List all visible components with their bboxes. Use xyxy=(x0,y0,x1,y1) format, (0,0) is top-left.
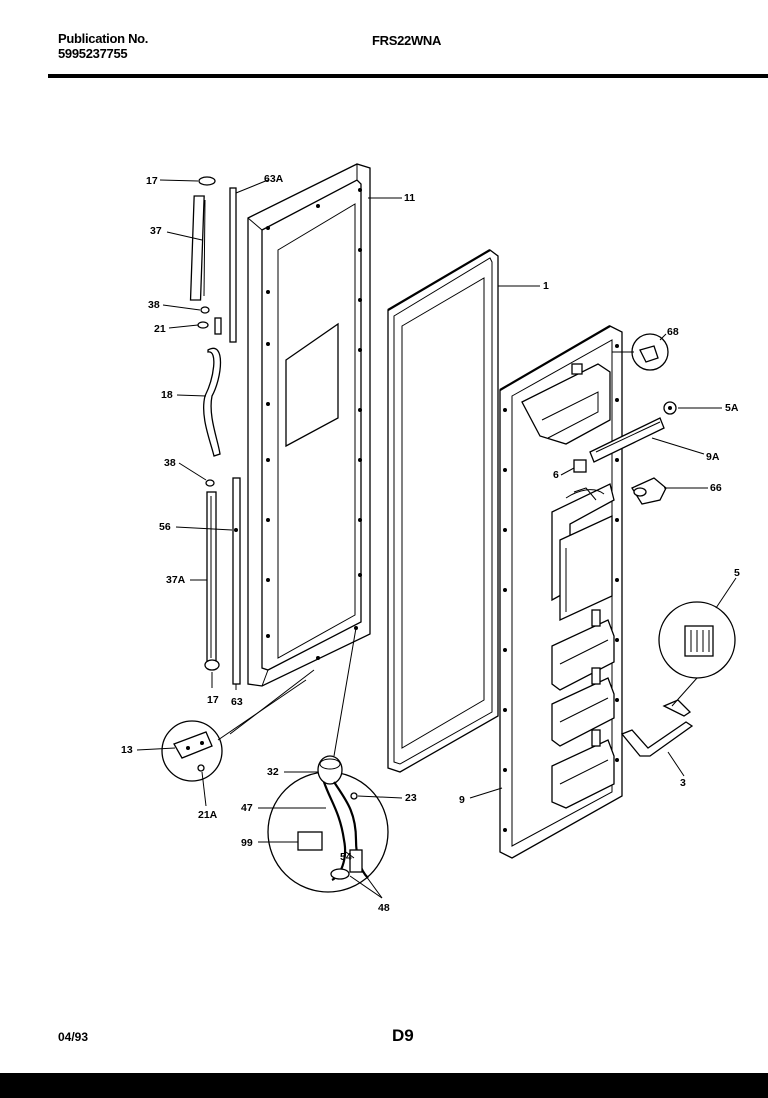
callout-13: 13 xyxy=(121,744,133,756)
callout-1: 1 xyxy=(543,280,549,292)
cap-17-top xyxy=(198,176,216,186)
door-gasket-1 xyxy=(387,249,499,773)
detail-circle-13 xyxy=(161,720,223,782)
callout-9: 9 xyxy=(459,794,465,806)
part-68-circle xyxy=(631,333,669,371)
revision-date: 04/93 xyxy=(58,1030,89,1044)
leader-lines xyxy=(136,179,737,899)
callout-6: 6 xyxy=(553,469,559,481)
model-number: FRS22WNA xyxy=(372,33,442,48)
callout-21a: 21A xyxy=(198,809,218,821)
handle-18 xyxy=(203,347,222,457)
callout-63: 63 xyxy=(231,696,243,708)
callout-99: 99 xyxy=(241,837,253,849)
callout-48: 48 xyxy=(378,902,390,914)
callout-54: 54 xyxy=(340,851,352,863)
breaker-strip-63a xyxy=(229,187,237,343)
door-liner-9 xyxy=(499,325,623,859)
bracket-3 xyxy=(620,699,694,757)
callout-63a: 63A xyxy=(264,173,284,185)
hinge-pin-38-bottom xyxy=(205,479,215,487)
header-rule xyxy=(48,74,768,78)
callout-3: 3 xyxy=(680,777,686,789)
detail-circle-5 xyxy=(658,601,736,679)
callout-37: 37 xyxy=(150,225,162,237)
exploded-parts-diagram: 17 63A 11 37 1 38 21 68 18 5A 9A 6 38 56… xyxy=(121,163,740,914)
detail-circle-wiring xyxy=(267,755,389,893)
publication-number: 5995237755 xyxy=(58,46,128,61)
page-code: D9 xyxy=(392,1026,414,1045)
callout-17-top: 17 xyxy=(146,175,158,187)
parts-sheet: Publication No. 5995237755 FRS22WNA xyxy=(0,0,768,1073)
callout-labels: 17 63A 11 37 1 38 21 68 18 5A 9A 6 38 56… xyxy=(121,173,740,914)
chute-66 xyxy=(631,477,667,505)
callout-56: 56 xyxy=(159,521,171,533)
callout-38-top: 38 xyxy=(148,299,160,311)
part-6 xyxy=(573,459,587,473)
callout-5a: 5A xyxy=(725,402,739,414)
part-5a xyxy=(663,401,677,415)
publication-label: Publication No. xyxy=(58,31,149,46)
callout-38-bottom: 38 xyxy=(164,457,176,469)
callout-68: 68 xyxy=(667,326,679,338)
trim-strip-37 xyxy=(189,195,206,301)
callout-32: 32 xyxy=(267,766,279,778)
door-outer-panel-11 xyxy=(247,163,371,687)
callout-17-bottom: 17 xyxy=(207,694,219,706)
callout-21: 21 xyxy=(154,323,166,335)
callout-37a: 37A xyxy=(166,574,186,586)
callout-11: 11 xyxy=(404,192,415,204)
actuator-bar-9a xyxy=(589,417,665,463)
callout-9a: 9A xyxy=(706,451,720,463)
callout-66: 66 xyxy=(710,482,722,494)
callout-23: 23 xyxy=(405,792,417,804)
callout-47: 47 xyxy=(241,802,253,814)
callout-18: 18 xyxy=(161,389,173,401)
screw-21 xyxy=(197,317,222,335)
callout-5: 5 xyxy=(734,567,740,579)
cap-17-bottom xyxy=(204,659,220,671)
trim-strip-37a xyxy=(206,491,217,663)
hinge-pin-38-top xyxy=(200,306,210,314)
breaker-strip-63 xyxy=(232,477,241,685)
